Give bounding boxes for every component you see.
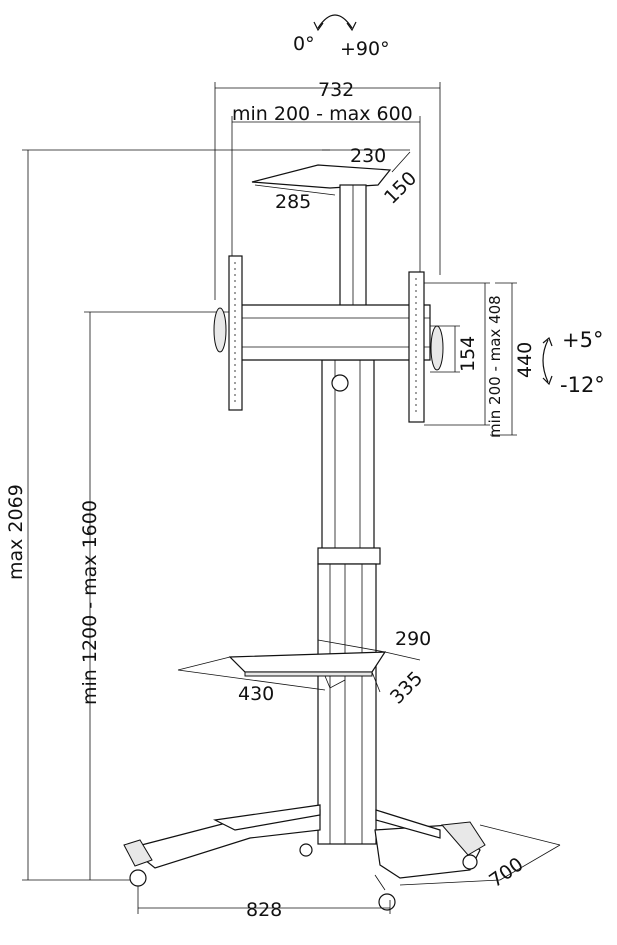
tilt-arrow-icon <box>542 336 553 386</box>
vesa-vertical-dimension <box>424 282 490 426</box>
bracket-height-label: 440 <box>514 342 536 378</box>
top-plate-length-label: 285 <box>275 191 311 213</box>
right-bracket <box>408 271 425 423</box>
tilt-down-label: -12° <box>560 373 605 397</box>
shelf-depth-label: 335 <box>386 667 427 708</box>
top-plate <box>251 149 411 196</box>
rotation-start-label: 0° <box>293 33 315 55</box>
max-height-dimension <box>22 149 330 881</box>
mount-height-dimension <box>84 311 230 880</box>
base-width-dimension <box>137 886 391 914</box>
shelf-length-label: 430 <box>238 683 274 705</box>
base <box>123 804 486 911</box>
crossbar-height-dimension <box>430 325 460 373</box>
vesa-horizontal-dimension <box>231 116 421 272</box>
base-width-label: 828 <box>246 899 282 921</box>
left-bracket <box>228 255 243 411</box>
rotation-end-label: +90° <box>340 38 390 60</box>
vesa-vertical-label: min 200 - max 408 <box>486 295 504 438</box>
crossbar <box>213 304 444 371</box>
tilt-up-label: +5° <box>562 328 603 352</box>
max-height-label: max 2069 <box>5 484 27 580</box>
base-depth-label: 700 <box>485 853 527 892</box>
top-plate-width-label: 230 <box>350 145 386 167</box>
rotation-arrow-icon <box>313 14 357 32</box>
vesa-horizontal-label: min 200 - max 600 <box>232 103 413 125</box>
crossbar-height-label: 154 <box>457 336 479 372</box>
overall-width-dimension <box>214 82 441 300</box>
bracket-height-dimension <box>490 282 517 436</box>
column <box>317 184 381 845</box>
mount-height-label: min 1200 - max 1600 <box>79 500 101 705</box>
shelf-width-label: 290 <box>395 628 431 650</box>
shelf <box>177 639 421 693</box>
base-depth-dimension <box>399 824 561 886</box>
overall-width-label: 732 <box>318 79 354 101</box>
